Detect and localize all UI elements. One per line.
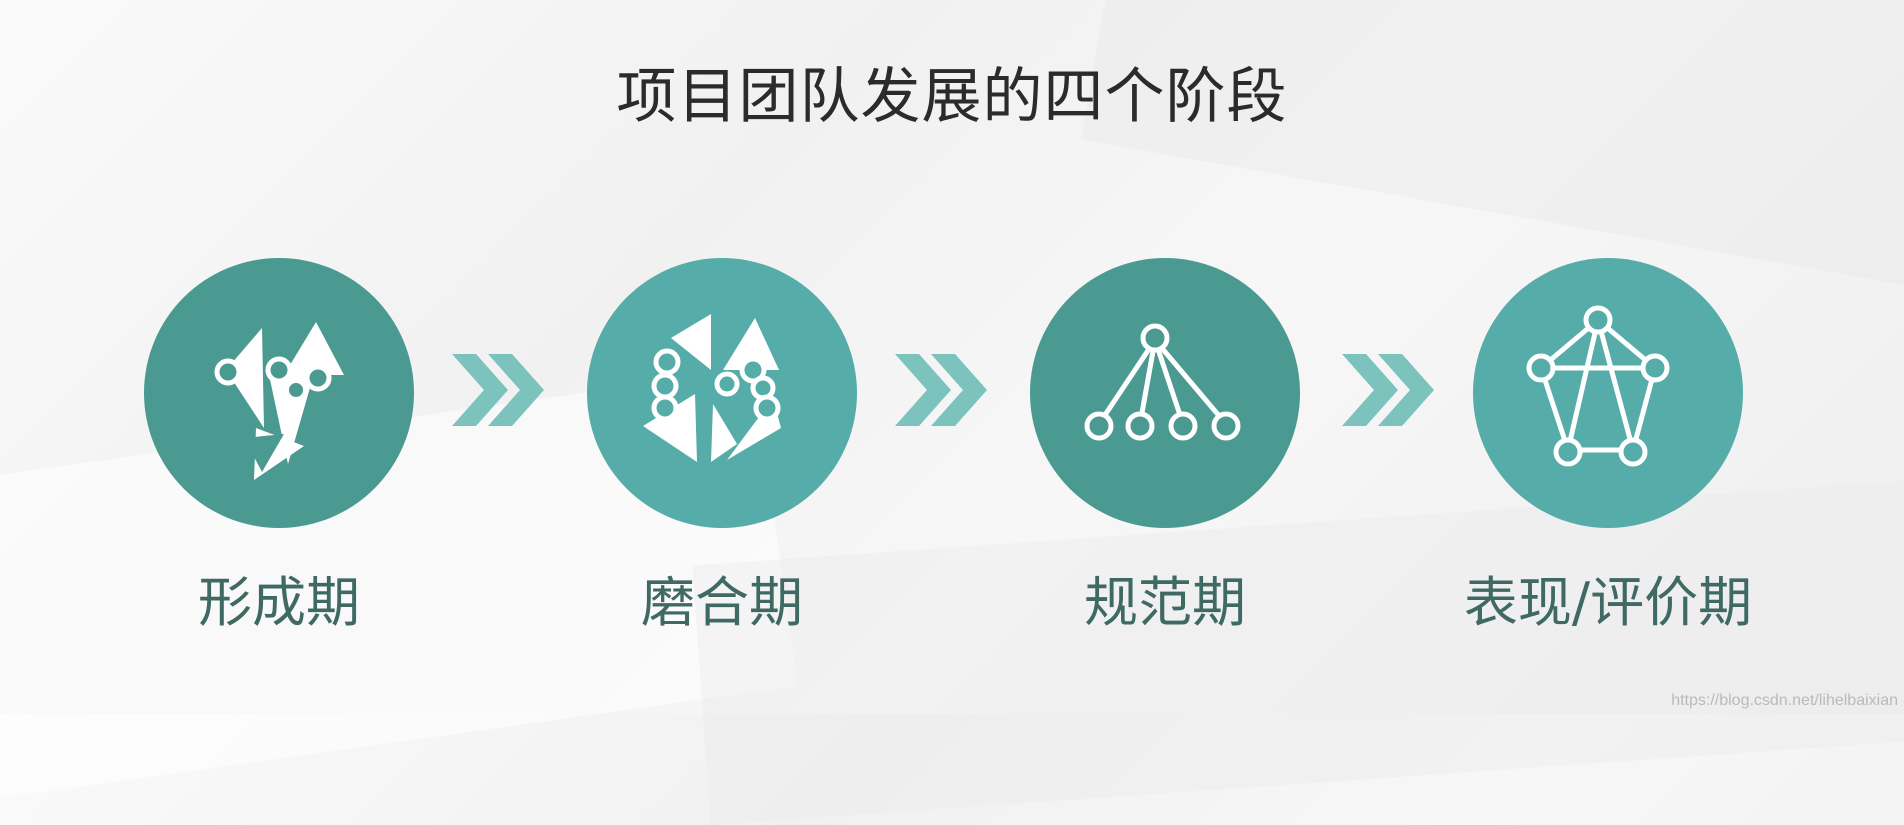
stage-label-storming: 磨合期 (641, 571, 803, 634)
next-stage-arrow (893, 352, 993, 428)
next-stage-arrow (1340, 352, 1440, 428)
stage-norming (1030, 258, 1300, 528)
stage-label-performing: 表现/评价期 (1463, 571, 1753, 634)
stage-label-norming: 规范期 (1084, 571, 1246, 634)
stage-label-forming: 形成期 (198, 571, 360, 634)
stage-forming (144, 258, 414, 528)
stage-storming (587, 258, 857, 528)
diagram-title: 项目团队发展的四个阶段 (616, 62, 1288, 132)
clashing-triangles-icon (587, 258, 857, 528)
watermark: https://blog.csdn.net/lihelbaixian (1671, 692, 1898, 709)
hierarchy-tree-icon (1030, 258, 1300, 528)
next-stage-arrow (450, 352, 550, 428)
background-shape (1080, 0, 1904, 296)
network-pentagon-icon (1473, 258, 1743, 528)
stage-performing (1473, 258, 1743, 528)
scattered-triangles-icon (144, 258, 414, 528)
